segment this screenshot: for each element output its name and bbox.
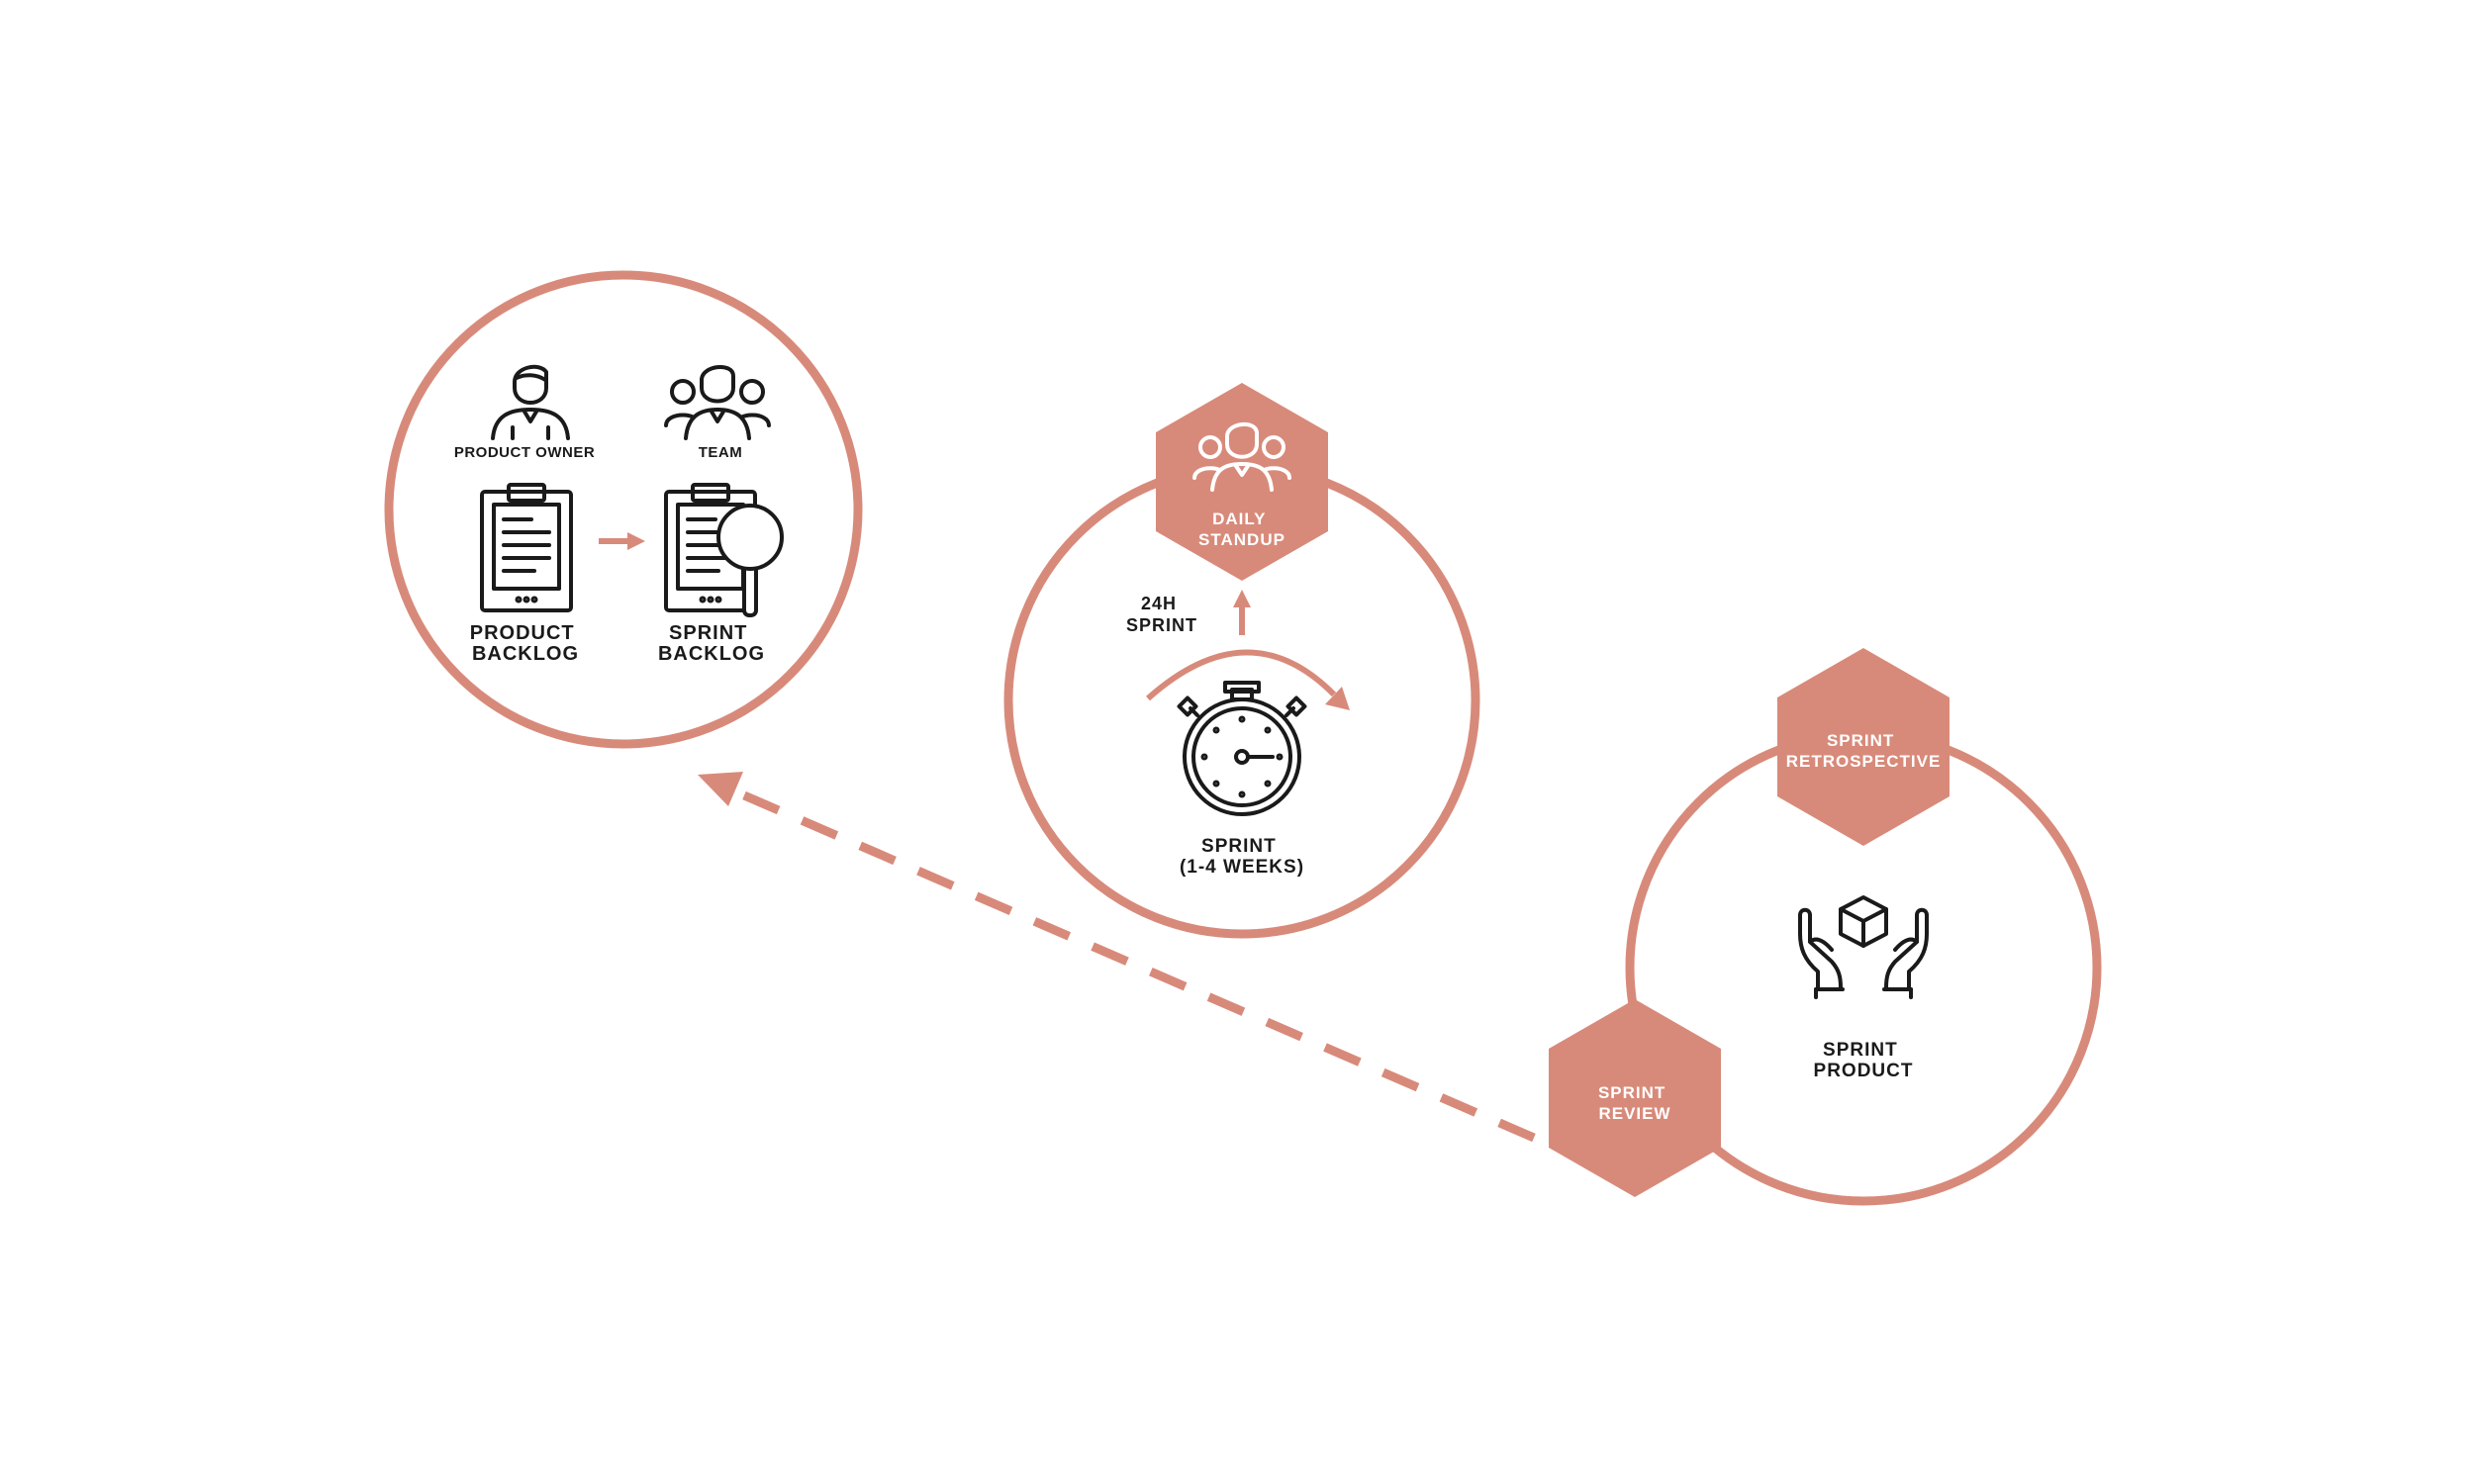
delivery-circle: SPRINT PRODUCT SPRINT RETROSPECTIVE SPRI…	[1549, 648, 2102, 1206]
team-icon	[1192, 422, 1291, 492]
product-owner-label: PRODUCT OWNER	[454, 444, 595, 461]
team-label: TEAM	[699, 444, 743, 461]
sprint-retrospective-label: SPRINT RETROSPECTIVE	[1786, 731, 1942, 771]
standup-arrow	[1233, 590, 1251, 635]
sprint-backlog-label: SPRINT BACKLOG	[658, 622, 765, 665]
person-icon	[491, 364, 570, 440]
stopwatch-icon	[1177, 681, 1307, 816]
cycle-arrow	[1146, 649, 1350, 710]
hands-box-icon	[1798, 895, 1929, 999]
clipboard-search-icon	[664, 483, 784, 617]
cycle-24h-label: 24H SPRINT	[1126, 594, 1197, 635]
planning-circle: PRODUCT OWNER TEAM	[384, 270, 863, 749]
sprint-product-label: SPRINT PRODUCT	[1814, 1040, 1914, 1081]
sprint-circle: DAILY STANDUP 24H SPRINT	[1003, 383, 1480, 939]
daily-standup-label: DAILY STANDUP	[1198, 510, 1285, 549]
sprint-retrospective-hexagon	[1777, 648, 1950, 846]
backlog-arrow	[599, 532, 645, 550]
sprint-duration-label: SPRINT (1-4 WEEKS)	[1180, 836, 1304, 878]
team-icon	[664, 365, 771, 440]
product-backlog-label: PRODUCT BACKLOG	[470, 622, 581, 665]
return-arrow	[698, 772, 1536, 1143]
sprint-review-hexagon	[1549, 999, 1721, 1197]
clipboard-icon	[480, 483, 573, 612]
sprint-review-label: SPRINT REVIEW	[1598, 1083, 1671, 1123]
